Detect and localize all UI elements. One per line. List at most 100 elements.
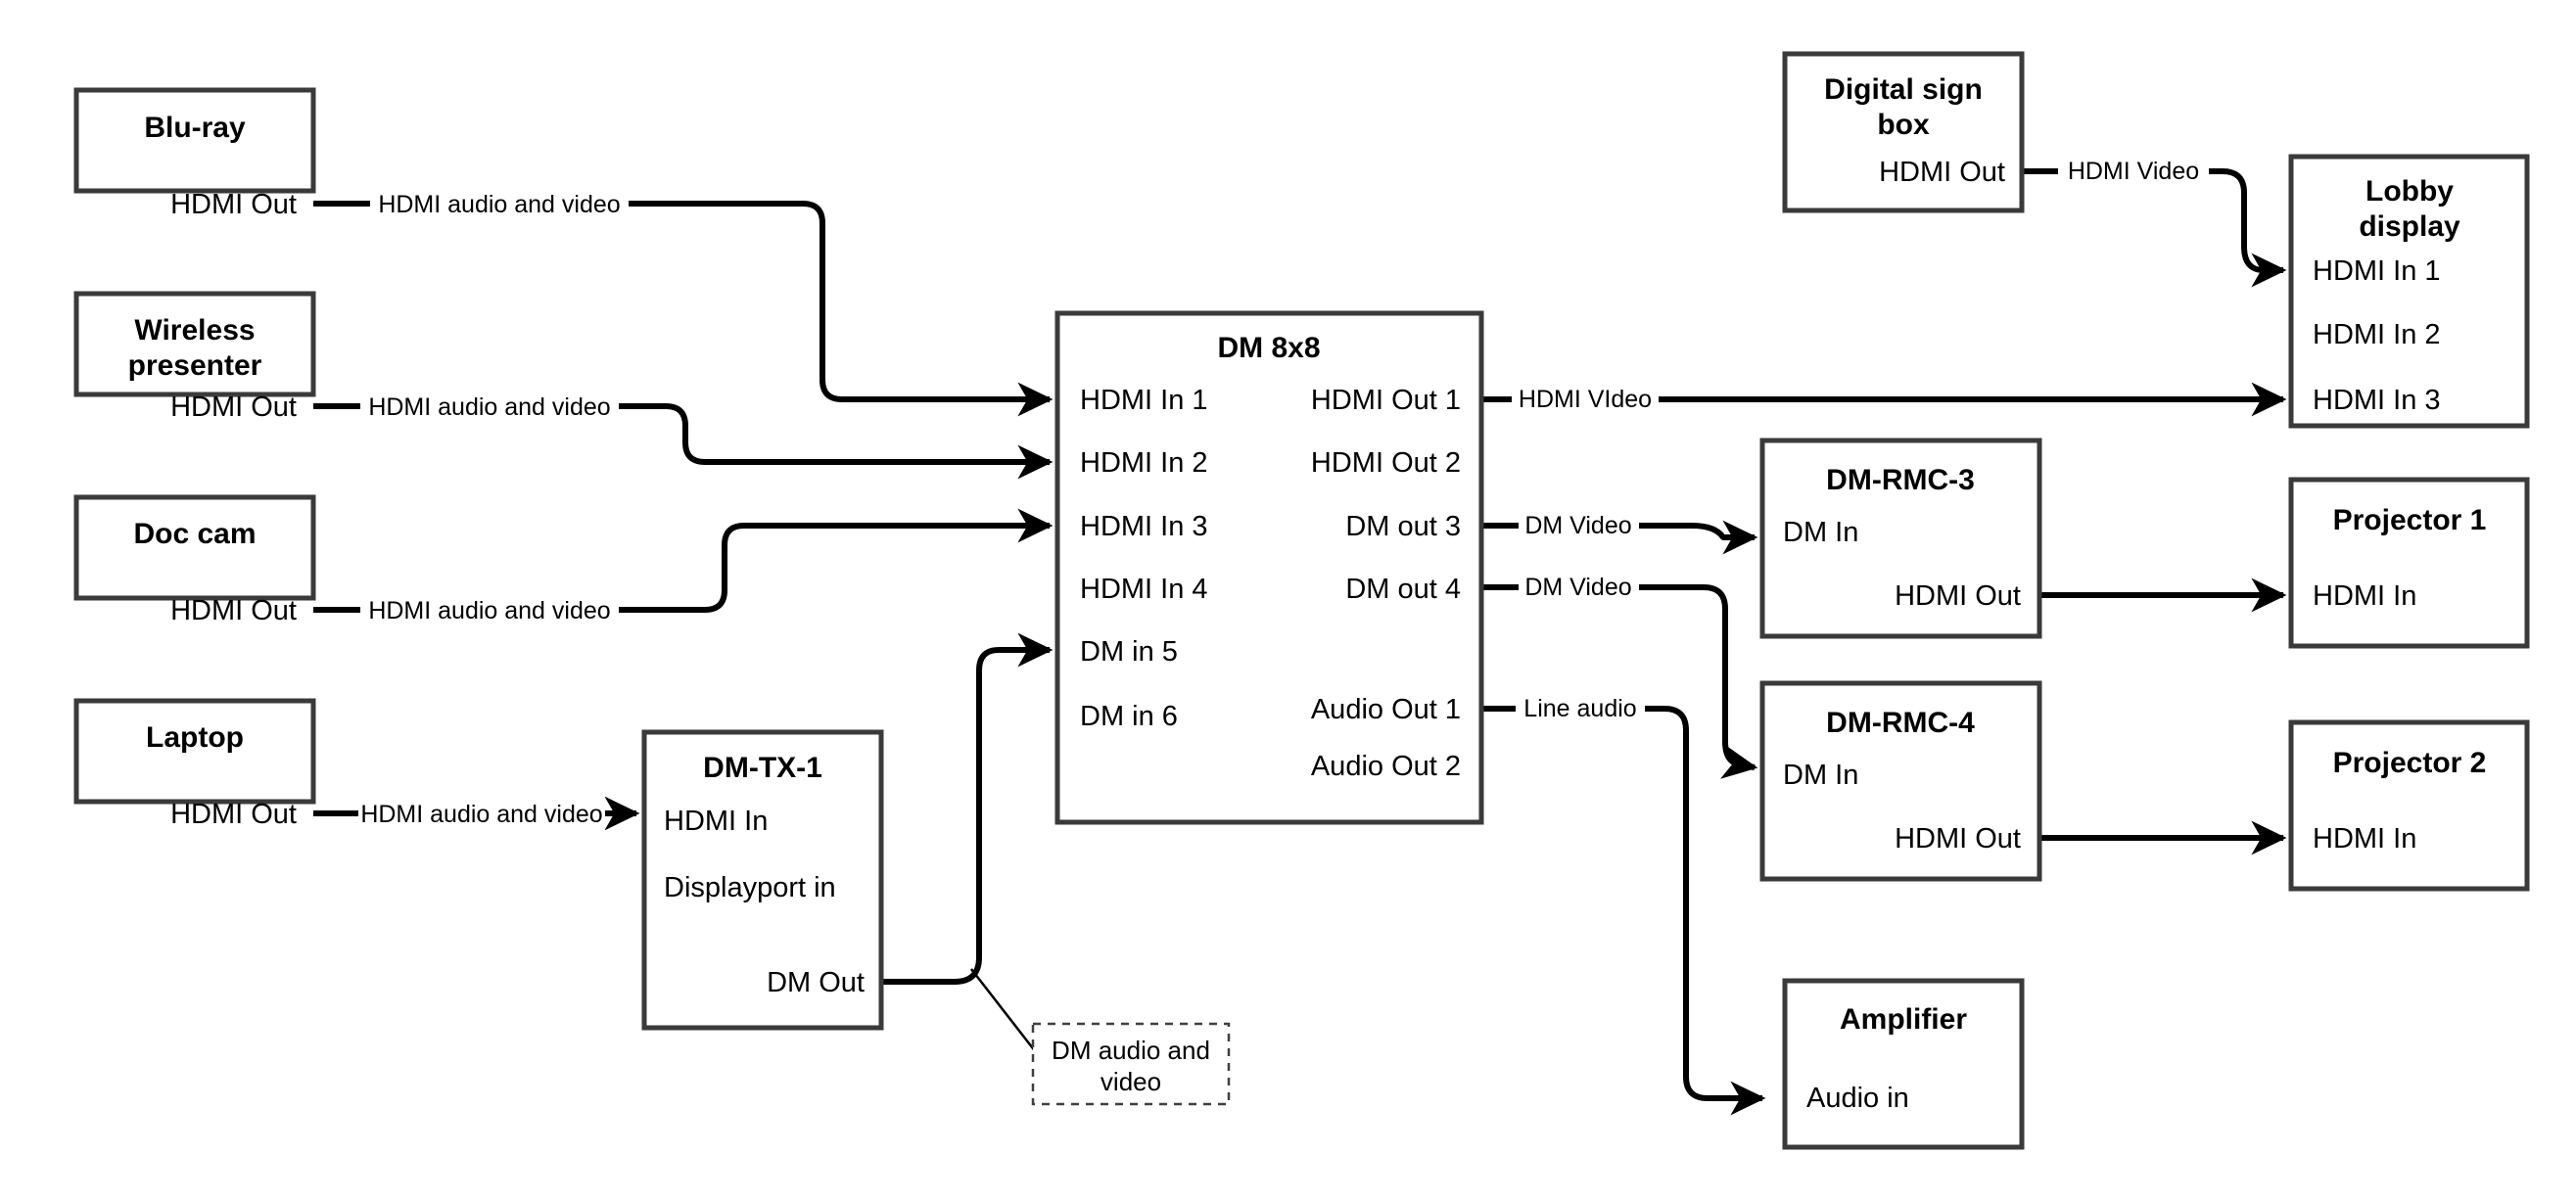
- edge-label-wireless: HDMI audio and video: [360, 387, 619, 426]
- dm-tx-1-port-displayport-in: Displayport in: [664, 872, 836, 903]
- edge-label-dm-out1: HDMI VIdeo: [1512, 380, 1659, 417]
- wireless-presenter-port-hdmi-out: HDMI Out: [170, 392, 297, 423]
- dm-8x8-input-3: HDMI In 3: [1080, 511, 1208, 542]
- edge-label-laptop: HDMI audio and video: [358, 794, 605, 833]
- dm-rmc-4-box: [1759, 680, 2042, 882]
- leader-dm-audio-video-note: [970, 968, 1037, 1053]
- lobby-display-port-in-3: HDMI In 3: [2313, 385, 2441, 416]
- amplifier-title: Amplifier: [1840, 1003, 1967, 1036]
- laptop-box: [73, 698, 316, 805]
- projector-1-port-hdmi-in: HDMI In: [2313, 580, 2416, 612]
- dm-audio-video-note-line1: DM audio and: [1052, 1036, 1210, 1065]
- lobby-display-title-line2: display: [2359, 210, 2460, 243]
- dm-tx-1-port-dm-out: DM Out: [767, 967, 865, 998]
- edge-label-dm-out3: DM Video: [1519, 506, 1639, 543]
- edge-label-dm-audio-text: Line audio: [1523, 695, 1636, 722]
- dm-rmc-4-port-dm-in: DM In: [1783, 760, 1858, 791]
- dm-8x8-output-6: Audio Out 2: [1311, 751, 1461, 782]
- lobby-display-port-in-1: HDMI In 1: [2313, 255, 2441, 287]
- edge-label-dm-out4-text: DM Video: [1524, 574, 1631, 601]
- doc-cam-title: Doc cam: [133, 518, 256, 550]
- amplifier-box: [1782, 978, 2025, 1150]
- wire-bluray-to-dm-in1: [627, 201, 1054, 417]
- dm-rmc-3-title: DM-RMC-3: [1826, 464, 1975, 496]
- wire-dm-audioout1-to-amplifier: [1641, 706, 1766, 1116]
- dm-8x8-input-5: DM in 5: [1080, 636, 1178, 668]
- dm-8x8-output-2: HDMI Out 2: [1311, 447, 1461, 479]
- projector-2-box: [2288, 719, 2530, 892]
- dm-8x8-input-6: DM in 6: [1080, 701, 1178, 732]
- dm-8x8-box: [1054, 310, 1484, 825]
- dm-audio-video-note-line2: video: [1101, 1067, 1161, 1096]
- node-doc-cam[interactable]: Doc cam HDMI Out: [73, 494, 316, 626]
- edge-label-dm-out4: DM Video: [1519, 568, 1639, 605]
- edge-label-dm-out3-text: DM Video: [1524, 512, 1631, 539]
- dm-8x8-output-3: DM out 3: [1345, 511, 1461, 542]
- digital-sign-title-line2: box: [1877, 109, 1930, 141]
- node-laptop[interactable]: Laptop HDMI Out: [73, 698, 316, 830]
- edge-label-sign-to-lobby-text: HDMI Video: [2068, 158, 2199, 185]
- wire-doccam-to-dm-in3: [615, 508, 1054, 613]
- node-wireless-presenter[interactable]: Wireless presenter HDMI Out: [73, 291, 316, 423]
- laptop-title: Laptop: [146, 721, 244, 754]
- digital-sign-port-hdmi-out: HDMI Out: [1879, 157, 2005, 188]
- dm-tx-1-title: DM-TX-1: [703, 752, 822, 784]
- node-projector-2[interactable]: Projector 2 HDMI In: [2288, 719, 2530, 892]
- wireless-presenter-box: [73, 291, 316, 397]
- dm-rmc-3-port-dm-in: DM In: [1783, 517, 1858, 548]
- edge-label-doccam: HDMI audio and video: [360, 590, 619, 629]
- node-bluray[interactable]: Blu-ray HDMI Out: [73, 87, 316, 220]
- bluray-port-hdmi-out: HDMI Out: [170, 189, 297, 220]
- dm-8x8-title: DM 8x8: [1217, 332, 1320, 364]
- dm-rmc-3-port-hdmi-out: HDMI Out: [1895, 580, 2021, 612]
- edge-label-bluray: HDMI audio and video: [370, 184, 629, 223]
- edge-label-dm-out1-text: HDMI VIdeo: [1519, 386, 1652, 413]
- node-dm-rmc-3[interactable]: DM-RMC-3 DM In HDMI Out: [1759, 438, 2042, 639]
- doc-cam-port-hdmi-out: HDMI Out: [170, 595, 297, 626]
- node-dm-rmc-4[interactable]: DM-RMC-4 DM In HDMI Out: [1759, 680, 2042, 882]
- doc-cam-box: [73, 494, 316, 601]
- lobby-display-port-in-2: HDMI In 2: [2313, 319, 2441, 350]
- node-amplifier[interactable]: Amplifier Audio in: [1782, 978, 2025, 1150]
- annotation-dm-audio-and-video: DM audio and video: [1031, 1022, 1231, 1106]
- dm-8x8-output-1: HDMI Out 1: [1311, 385, 1461, 416]
- lobby-display-title-line1: Lobby: [2365, 175, 2454, 208]
- edge-label-bluray-text: HDMI audio and video: [378, 191, 620, 218]
- node-digital-sign-box[interactable]: Digital sign box HDMI Out: [1782, 51, 2025, 213]
- projector-1-box: [2288, 477, 2530, 649]
- dm-rmc-4-title: DM-RMC-4: [1826, 707, 1975, 739]
- dm-tx-1-box: [641, 729, 884, 1031]
- dm-8x8-input-1: HDMI In 1: [1080, 385, 1208, 416]
- dm-8x8-output-4: DM out 4: [1345, 574, 1461, 605]
- bluray-title: Blu-ray: [144, 112, 246, 144]
- digital-sign-title-line1: Digital sign: [1824, 73, 1983, 106]
- node-projector-1[interactable]: Projector 1 HDMI In: [2288, 477, 2530, 649]
- edge-label-sign-to-lobby: HDMI Video: [2058, 152, 2209, 189]
- dm-rmc-4-port-hdmi-out: HDMI Out: [1895, 823, 2021, 855]
- node-dm-8x8[interactable]: DM 8x8 HDMI In 1 HDMI In 2 HDMI In 3 HDM…: [1054, 310, 1484, 825]
- digital-sign-box: [1782, 51, 2025, 213]
- wire-wireless-to-dm-in2: [615, 403, 1054, 480]
- edge-label-wireless-text: HDMI audio and video: [368, 393, 610, 421]
- dm-8x8-input-2: HDMI In 2: [1080, 447, 1208, 479]
- dm-8x8-output-5: Audio Out 1: [1311, 694, 1461, 725]
- node-lobby-display[interactable]: Lobby display HDMI In 1 HDMI In 2 HDMI I…: [2288, 154, 2530, 429]
- wire-sign-to-lobby-in1: [2205, 168, 2287, 288]
- dm-audio-video-note-box: [1031, 1022, 1231, 1106]
- wire-dm-out3-to-rmc3: [1635, 520, 1758, 555]
- node-dm-tx-1[interactable]: DM-TX-1 HDMI In Displayport in DM Out: [641, 729, 884, 1031]
- projector-2-title: Projector 2: [2333, 747, 2487, 779]
- projector-1-title: Projector 1: [2333, 504, 2487, 536]
- dm-8x8-input-4: HDMI In 4: [1080, 574, 1208, 605]
- projector-2-port-hdmi-in: HDMI In: [2313, 823, 2416, 855]
- dm-rmc-3-box: [1759, 438, 2042, 639]
- edge-label-doccam-text: HDMI audio and video: [368, 597, 610, 624]
- wire-tx-to-dm-in5: [881, 632, 1054, 985]
- amplifier-port-audio-in: Audio in: [1806, 1083, 1909, 1114]
- laptop-port-hdmi-out: HDMI Out: [170, 799, 297, 830]
- edge-label-laptop-text: HDMI audio and video: [360, 801, 602, 828]
- wireless-presenter-title-line1: Wireless: [134, 314, 255, 346]
- wire-dm-out4-to-rmc4: [1635, 584, 1758, 779]
